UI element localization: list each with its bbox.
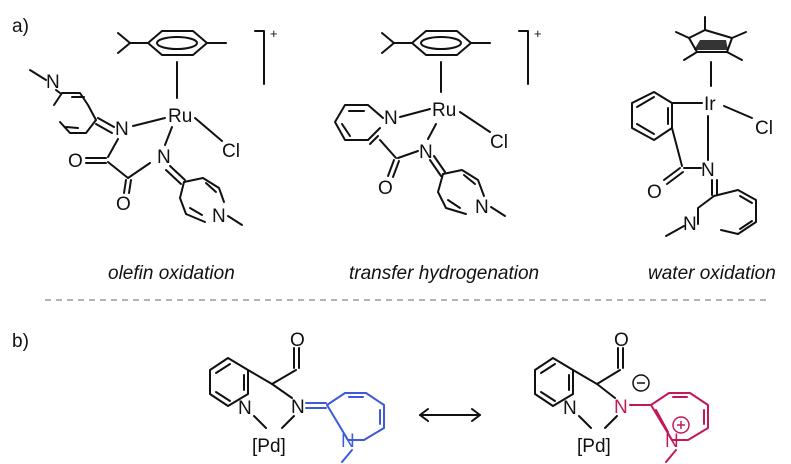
n-pyridine: N [384, 108, 398, 129]
n-imine-1: N [115, 119, 129, 140]
o-atom-2: O [116, 194, 131, 215]
o-atom-3: O [378, 178, 393, 199]
caption-olefin-oxidation: olefin oxidation [108, 263, 235, 284]
pd-complex-neutral-form: N O N [Pd] N [209, 330, 385, 463]
n-imine-2: N [157, 147, 171, 168]
ir-atom: Ir [704, 94, 716, 115]
cl-atom-2: Cl [490, 132, 508, 153]
ru-atom: Ru [168, 106, 192, 127]
pd-label-1: [Pd] [252, 436, 286, 457]
n-imine-4: N [701, 160, 715, 181]
ru-complex-transfer-hydrogenation: + Ru Cl N O N N [334, 26, 542, 218]
n-pyridylidene-3: N [475, 197, 489, 218]
n-amide-b1: N [291, 397, 305, 418]
negative-charge [632, 374, 650, 392]
ru-atom-2: Ru [432, 100, 456, 121]
o-atom-4: O [647, 182, 662, 203]
cl-atom-3: Cl [755, 118, 773, 139]
ru-complex-olefin-oxidation: + Ru Cl N N N O O [29, 26, 278, 227]
o-atom-b1: O [290, 330, 305, 351]
positive-charge [672, 416, 690, 434]
n-imine-3: N [419, 142, 433, 163]
n-amide-b2: N [614, 397, 628, 418]
o-atom-1: O [68, 151, 83, 172]
ir-complex-water-oxidation: Ir Cl O N N [631, 16, 773, 237]
n-pyridinium-b2: N [665, 431, 679, 452]
n-pyridine-b1: N [238, 398, 252, 419]
charge-plus: + [270, 26, 278, 41]
n-pyridylidene-b1: N [341, 431, 355, 452]
n-pyridylidene-1: N [46, 72, 60, 93]
panel-label-a: a) [12, 16, 29, 37]
pd-complex-zwitterionic-form: N O N [Pd] N [534, 330, 709, 463]
charge-plus-2: + [534, 26, 542, 41]
caption-transfer-hydrogenation: transfer hydrogenation [349, 263, 539, 284]
caption-water-oxidation: water oxidation [648, 263, 776, 284]
panel-label-b: b) [12, 331, 29, 352]
n-pyridylidene-2: N [212, 206, 226, 227]
o-atom-b2: O [614, 330, 629, 351]
cl-atom: Cl [222, 141, 240, 162]
n-pyridine-b2: N [563, 398, 577, 419]
n-pyridylidene-4: N [683, 214, 697, 235]
resonance-arrow [419, 408, 481, 422]
pd-label-2: [Pd] [577, 436, 611, 457]
